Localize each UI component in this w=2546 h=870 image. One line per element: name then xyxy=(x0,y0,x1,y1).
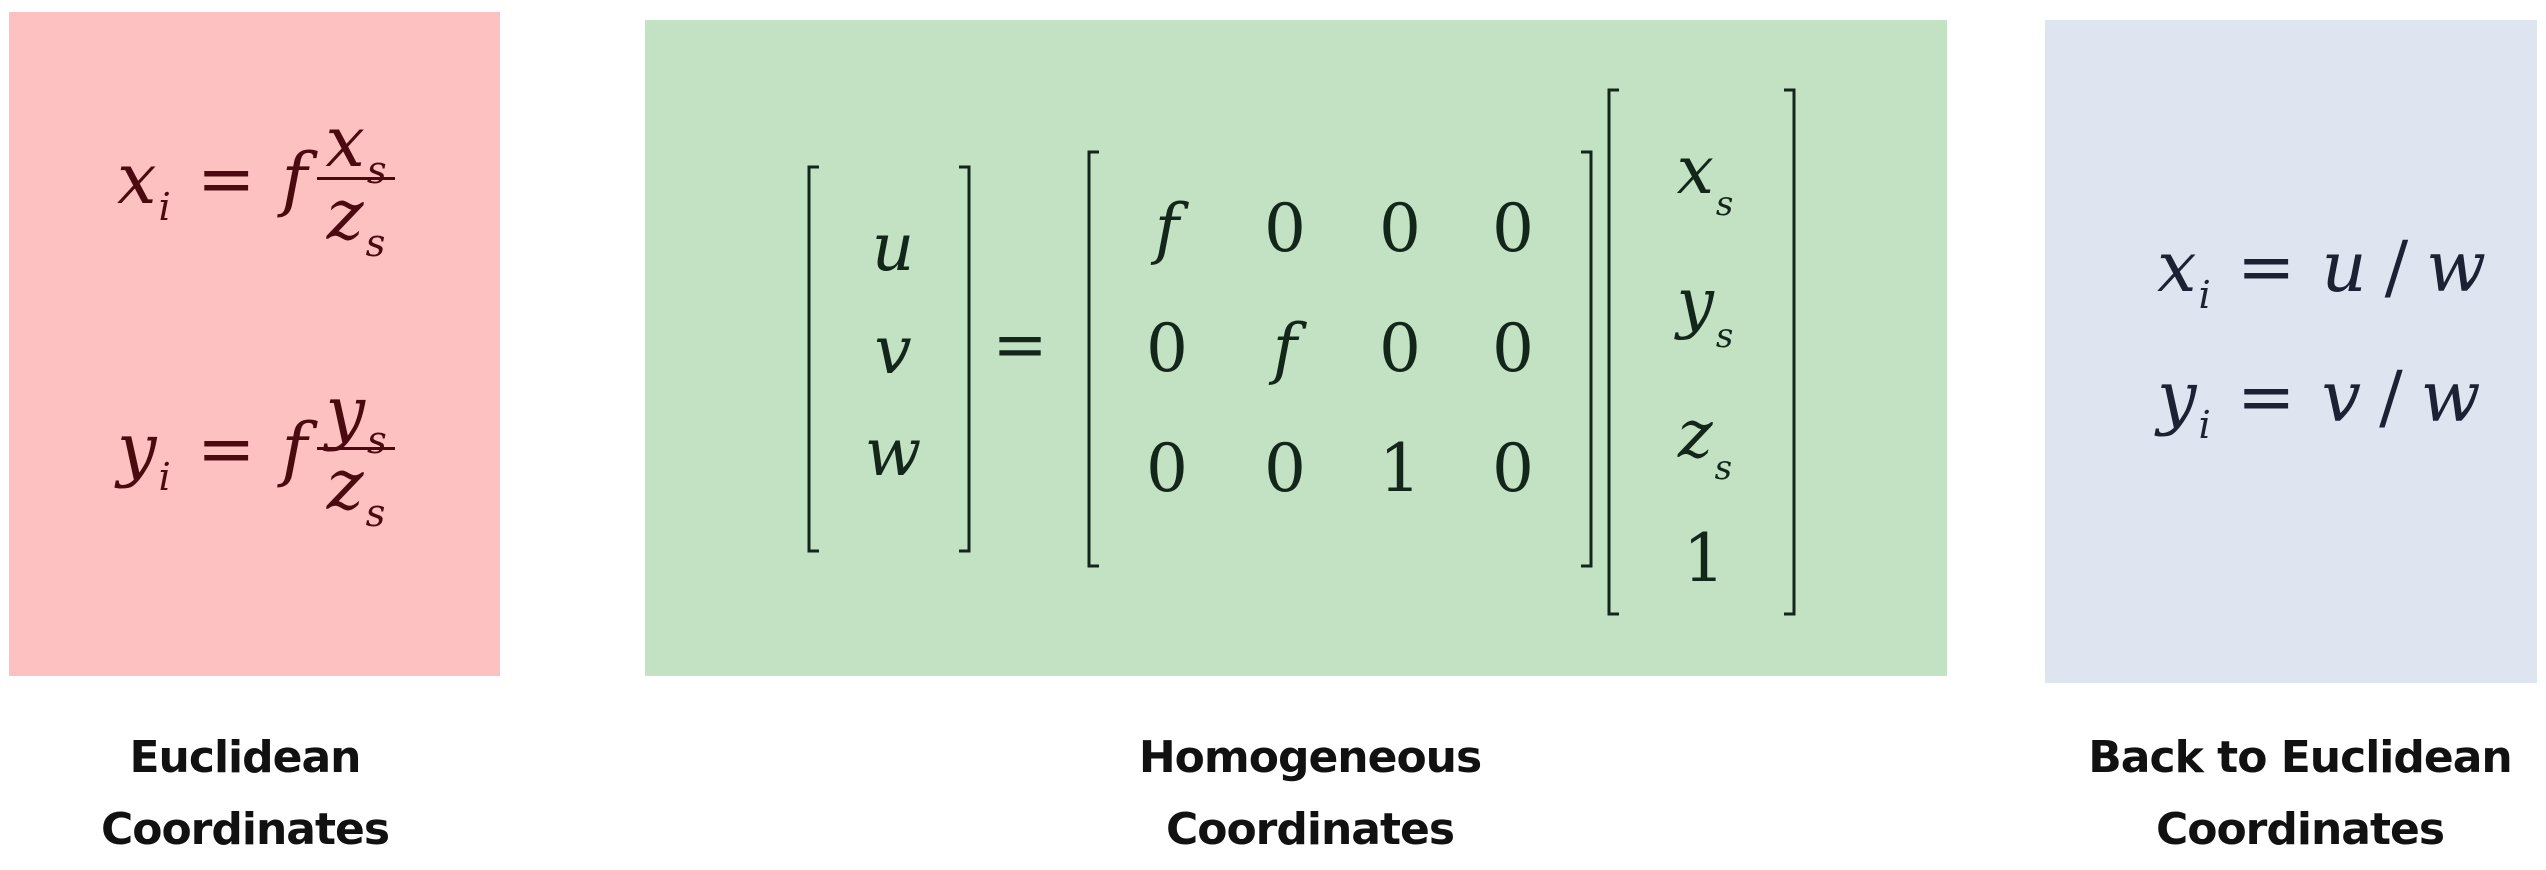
euclidean-caption: Euclidean Coordinates xyxy=(45,722,445,866)
homogeneous-caption: Homogeneous Coordinates xyxy=(1110,722,1510,866)
matrix-right-bracket xyxy=(1581,150,1593,568)
equals-sign: = xyxy=(196,407,256,490)
matrix-cell: 0 xyxy=(1146,310,1188,387)
vector-right-bracket xyxy=(1784,88,1796,616)
focal-length-symbol: f xyxy=(281,137,308,220)
focal-length-symbol: f xyxy=(281,407,308,490)
caption-line: Homogeneous xyxy=(1138,732,1482,783)
caption-line: Coordinates xyxy=(100,804,390,855)
y-i-symbol: yi xyxy=(2157,356,2211,449)
u-symbol: u xyxy=(2321,226,2367,308)
caption-line: Coordinates xyxy=(1165,804,1455,855)
y-fraction: ys zs xyxy=(317,371,395,537)
vector-entry: ys xyxy=(1676,264,1734,357)
caption-line: Euclidean xyxy=(129,732,362,783)
fraction-bar xyxy=(317,447,395,450)
equals-sign: = xyxy=(992,306,1048,383)
v-symbol: v xyxy=(2321,356,2362,438)
fraction-denominator: zs xyxy=(326,444,386,537)
back-y-equation: yi = v / w xyxy=(2157,356,2481,449)
matrix-cell: 0 xyxy=(1492,190,1534,267)
fraction-bar xyxy=(317,177,395,180)
back-x-equation: xi = u / w xyxy=(2157,226,2487,319)
x-fraction: xs zs xyxy=(317,101,395,267)
matrix-cell: 1 xyxy=(1379,430,1421,507)
division-slash: / xyxy=(2384,226,2409,308)
caption-line: Coordinates xyxy=(2155,804,2445,855)
matrix-cell: 0 xyxy=(1146,430,1188,507)
matrix-cell: 0 xyxy=(1492,310,1534,387)
back-to-euclidean-panel: xi = u / w yi = v / w xyxy=(2045,20,2537,683)
euclidean-y-equation: yi = f ys zs xyxy=(117,371,395,537)
homogeneous-panel: u v w = f 0 0 0 0 f 0 0 0 0 1 0 xs ys zs… xyxy=(645,20,1947,676)
x-i-symbol: xi xyxy=(2157,226,2211,319)
euclidean-panel: xi = f xs zs yi = f ys zs xyxy=(9,12,500,676)
vector-left-bracket xyxy=(1607,88,1619,616)
vector-entry: zs xyxy=(1677,396,1733,489)
equals-sign: = xyxy=(196,137,256,220)
equals-sign: = xyxy=(2236,356,2296,438)
fraction-numerator: ys xyxy=(325,371,387,464)
w-symbol: w xyxy=(2420,356,2481,438)
uvw-left-bracket xyxy=(807,165,819,553)
matrix-cell: 0 xyxy=(1379,190,1421,267)
uvw-entry: u xyxy=(871,209,915,286)
matrix-cell: 0 xyxy=(1264,430,1306,507)
caption-line: Back to Euclidean xyxy=(2088,732,2512,783)
w-symbol: w xyxy=(2426,226,2487,308)
fraction-numerator: xs xyxy=(325,101,387,194)
x-i-symbol: xi xyxy=(117,137,171,230)
uvw-right-bracket xyxy=(959,165,971,553)
matrix-cell: f xyxy=(1154,190,1180,267)
vector-entry: 1 xyxy=(1683,520,1725,597)
vector-entry: xs xyxy=(1676,132,1734,225)
fraction-denominator: zs xyxy=(326,174,386,267)
matrix-cell: 0 xyxy=(1379,310,1421,387)
back-to-euclidean-caption: Back to Euclidean Coordinates xyxy=(2080,722,2520,866)
uvw-entry: w xyxy=(864,414,922,491)
matrix-left-bracket xyxy=(1087,150,1099,568)
matrix-cell: 0 xyxy=(1264,190,1306,267)
division-slash: / xyxy=(2379,356,2403,438)
matrix-cell: f xyxy=(1272,310,1298,387)
equals-sign: = xyxy=(2236,226,2296,308)
matrix-cell: 0 xyxy=(1492,430,1534,507)
y-i-symbol: yi xyxy=(117,407,171,500)
uvw-entry: v xyxy=(874,312,912,389)
euclidean-x-equation: xi = f xs zs xyxy=(117,101,395,267)
